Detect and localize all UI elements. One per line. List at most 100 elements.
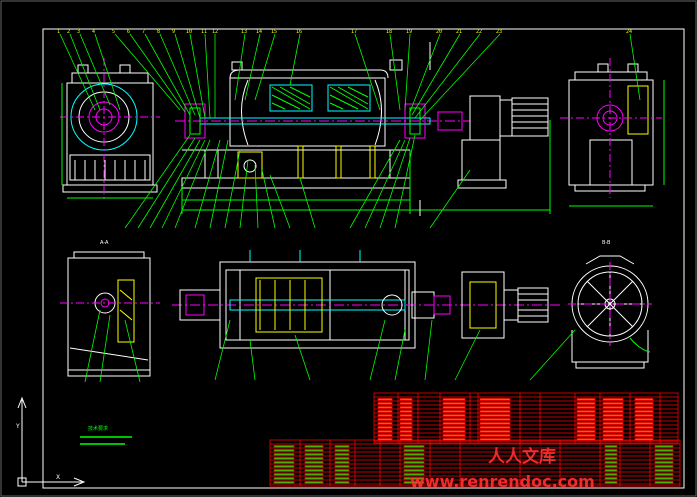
watermark-cn: 人人文库 xyxy=(488,446,556,467)
table-text-stroke xyxy=(273,469,295,472)
table-text-stroke xyxy=(399,422,413,425)
top-balloon-numbers: 1 2 3 4 5 6 7 8 9 10 11 12 13 14 15 16 1… xyxy=(57,29,632,35)
table-text-stroke xyxy=(399,410,413,413)
table-text-stroke xyxy=(334,469,350,472)
table-text-stroke xyxy=(403,477,425,480)
table-text-stroke xyxy=(304,453,324,456)
table-text-stroke xyxy=(602,418,624,421)
table-text-stroke xyxy=(479,430,511,433)
table-text-stroke xyxy=(634,406,654,409)
table-text-stroke xyxy=(604,457,618,460)
table-text-stroke xyxy=(602,430,624,433)
table-text-stroke xyxy=(602,414,624,417)
table-text-stroke xyxy=(479,398,511,401)
table-text-stroke xyxy=(377,418,393,421)
parts-list-table xyxy=(269,392,681,487)
table-text-stroke xyxy=(403,453,425,456)
table-text-stroke xyxy=(334,445,350,448)
table-text-stroke xyxy=(604,469,618,472)
balloon-label: 9 xyxy=(172,29,175,35)
table-text-stroke xyxy=(334,457,350,460)
balloon-label: 20 xyxy=(436,29,442,35)
svg-text:Y: Y xyxy=(15,423,20,430)
table-text-stroke xyxy=(399,418,413,421)
left-end-view xyxy=(60,58,160,200)
balloon-label: 15 xyxy=(271,29,277,35)
table-text-stroke xyxy=(654,453,674,456)
svg-text:X: X xyxy=(56,474,60,481)
table-text-stroke xyxy=(576,422,596,425)
balloon-label: 14 xyxy=(256,29,262,35)
balloon-label: 10 xyxy=(186,29,192,35)
table-text-stroke xyxy=(576,434,596,437)
table-text-stroke xyxy=(273,481,295,484)
balloon-label: 12 xyxy=(212,29,218,35)
table-text-stroke xyxy=(604,473,618,476)
table-text-stroke xyxy=(334,473,350,476)
table-text-stroke xyxy=(634,402,654,405)
table-text-stroke xyxy=(334,477,350,480)
table-text-stroke xyxy=(377,434,393,437)
table-text-stroke xyxy=(604,481,618,484)
table-text-stroke xyxy=(604,465,618,468)
view-labels: A-A B-B xyxy=(100,240,611,246)
balloon-label: 19 xyxy=(406,29,412,35)
table-text-stroke xyxy=(634,426,654,429)
table-text-stroke xyxy=(442,426,466,429)
table-text-stroke xyxy=(602,410,624,413)
table-text-stroke xyxy=(334,453,350,456)
table-text-stroke xyxy=(442,402,466,405)
balloon-label: 11 xyxy=(201,29,207,35)
table-text-stroke xyxy=(442,414,466,417)
table-text-stroke xyxy=(377,414,393,417)
table-text-stroke xyxy=(403,457,425,460)
table-text-stroke xyxy=(304,477,324,480)
table-text-stroke xyxy=(304,465,324,468)
table-text-stroke xyxy=(377,430,393,433)
table-text-stroke xyxy=(634,414,654,417)
table-text-stroke xyxy=(479,422,511,425)
table-text-stroke xyxy=(442,430,466,433)
plan-view xyxy=(172,250,560,349)
ucs-axis-icon: Y X xyxy=(15,396,86,487)
table-text-stroke xyxy=(442,398,466,401)
table-text-stroke xyxy=(634,410,654,413)
table-text-stroke xyxy=(576,414,596,417)
table-text-stroke xyxy=(634,422,654,425)
lower-leaders xyxy=(84,309,576,383)
table-text-stroke xyxy=(304,481,324,484)
balloon-label: 2 xyxy=(67,29,70,35)
table-text-stroke xyxy=(602,434,624,437)
table-text-stroke xyxy=(273,477,295,480)
technical-notes: 技术要求 xyxy=(80,425,132,445)
table-text-stroke xyxy=(634,398,654,401)
table-text-stroke xyxy=(604,461,618,464)
table-text-stroke xyxy=(654,473,674,476)
table-text-stroke xyxy=(304,449,324,452)
table-text-stroke xyxy=(479,418,511,421)
right-end-view xyxy=(560,58,665,207)
table-text-stroke xyxy=(654,477,674,480)
table-text-stroke xyxy=(334,449,350,452)
table-text-stroke xyxy=(654,449,674,452)
table-text-stroke xyxy=(576,438,596,441)
balloon-label: 8 xyxy=(157,29,160,35)
table-text-stroke xyxy=(576,410,596,413)
table-text-stroke xyxy=(654,481,674,484)
table-text-stroke xyxy=(377,406,393,409)
table-text-stroke xyxy=(634,418,654,421)
table-text-stroke xyxy=(399,430,413,433)
table-text-stroke xyxy=(304,457,324,460)
table-text-stroke xyxy=(403,449,425,452)
table-text-stroke xyxy=(399,406,413,409)
table-text-stroke xyxy=(604,477,618,480)
table-text-stroke xyxy=(576,398,596,401)
balloon-label: 17 xyxy=(351,29,357,35)
watermark: 人人文库 www.renrendoc.com xyxy=(410,446,595,491)
table-text-stroke xyxy=(403,445,425,448)
front-elevation xyxy=(175,42,551,216)
table-text-stroke xyxy=(479,438,511,441)
table-text-stroke xyxy=(399,402,413,405)
table-text-stroke xyxy=(654,457,674,460)
